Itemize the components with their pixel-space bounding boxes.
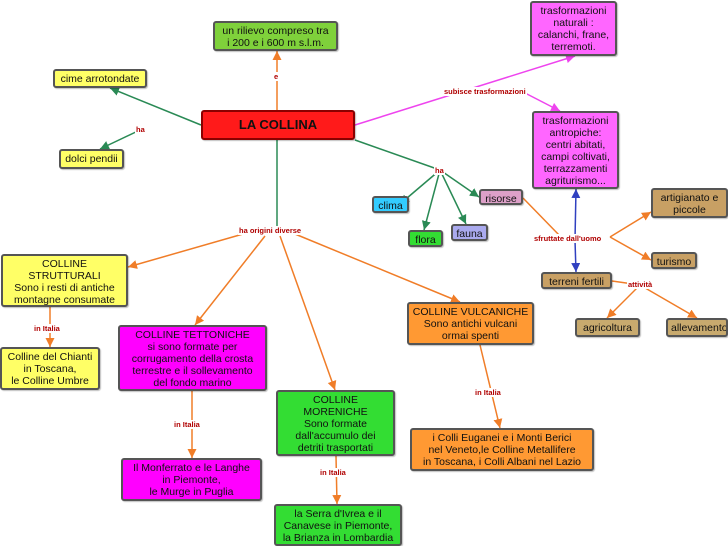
edge-attivita-agri — [606, 284, 641, 319]
edge-sfruttate-artig — [609, 211, 652, 238]
link-label-sfruttate: sfruttate dall'uomo — [533, 234, 603, 243]
link-label-in-italia-1: in Italia — [33, 324, 61, 333]
link-label-in-italia-2: in Italia — [173, 420, 201, 429]
node-allevamento[interactable]: allevamento — [666, 318, 728, 337]
node-artigianato[interactable]: artigianato e piccole industrie — [651, 188, 728, 218]
edge-origini-strut — [127, 231, 251, 269]
link-label-e: e — [273, 72, 280, 81]
edge-risorse-sfruttate — [522, 197, 561, 237]
node-serra-ivrea[interactable]: la Serra d'Ivrea e il Canavese in Piemon… — [274, 504, 402, 546]
link-label-origini: ha origini diverse — [238, 226, 303, 235]
node-cime-arrotondate[interactable]: cime arrotondate — [53, 69, 147, 88]
node-clima[interactable]: clima — [372, 196, 409, 213]
link-label-ha-right: ha — [434, 166, 445, 175]
node-colline-tettoniche[interactable]: COLLINE TETTONICHE si sono formate per c… — [118, 325, 267, 391]
node-colline-chianti[interactable]: Colline del Chianti in Toscana, le Colli… — [0, 347, 100, 390]
node-rilievo[interactable]: un rilievo compreso tra i 200 e i 600 m … — [213, 21, 338, 51]
edge-origini-tett — [194, 235, 266, 326]
edge-attivita-allev — [639, 284, 698, 319]
edge-vulc-euganei — [479, 344, 503, 429]
node-dolci-pendii[interactable]: dolci pendii — [59, 149, 124, 169]
link-label-ha-left: ha — [135, 125, 146, 134]
node-monferrato[interactable]: Il Monferrato e le Langhe in Piemonte, l… — [121, 458, 262, 501]
edge-root-cime — [109, 87, 202, 126]
edge-sfruttate-terreni — [571, 239, 581, 273]
edge-origini-more — [279, 235, 337, 391]
root-node[interactable]: LA COLLINA — [201, 110, 355, 140]
node-terreni-fertili[interactable]: terreni fertili — [541, 272, 612, 289]
edge-sfruttate-antropiche — [571, 188, 581, 241]
edge-more-serra — [332, 455, 342, 505]
edge-sfruttate-turismo — [609, 236, 652, 261]
edge-ha-fauna — [439, 169, 467, 225]
node-trasformazioni-naturali[interactable]: trasformazioni naturali : calanchi, fran… — [530, 1, 617, 56]
node-colline-vulcaniche[interactable]: COLLINE VULCANICHE Sono antichi vulcani … — [407, 302, 534, 345]
node-agricoltura[interactable]: agricoltura — [575, 318, 640, 337]
node-fauna[interactable]: fauna — [451, 224, 488, 241]
link-label-in-italia-4: in Italia — [474, 388, 502, 397]
edge-ha-pendii — [99, 129, 141, 150]
edge-ha-flora — [421, 169, 441, 231]
node-colline-moreniche[interactable]: COLLINE MORENICHE Sono formate dall'accu… — [276, 390, 395, 456]
node-risorse[interactable]: risorse — [479, 189, 523, 205]
edge-subisce-antropiche — [524, 92, 561, 112]
edge-root-ha — [354, 139, 441, 171]
link-label-in-italia-3: in Italia — [319, 468, 347, 477]
edge-origini-vulc — [294, 233, 461, 303]
link-label-subisce: subisce trasformazioni — [443, 87, 527, 96]
node-trasformazioni-antropiche[interactable]: trasformazioni antropiche: centri abitat… — [532, 111, 619, 189]
node-flora[interactable]: flora — [408, 230, 443, 247]
node-colline-strutturali[interactable]: COLLINE STRUTTURALI Sono i resti di anti… — [1, 254, 128, 307]
node-turismo[interactable]: turismo — [651, 252, 697, 269]
edge-ha-risorse — [439, 169, 480, 198]
node-colli-euganei[interactable]: i Colli Euganei e i Monti Berici nel Ven… — [410, 428, 594, 471]
link-label-attivita: attività — [627, 280, 654, 289]
